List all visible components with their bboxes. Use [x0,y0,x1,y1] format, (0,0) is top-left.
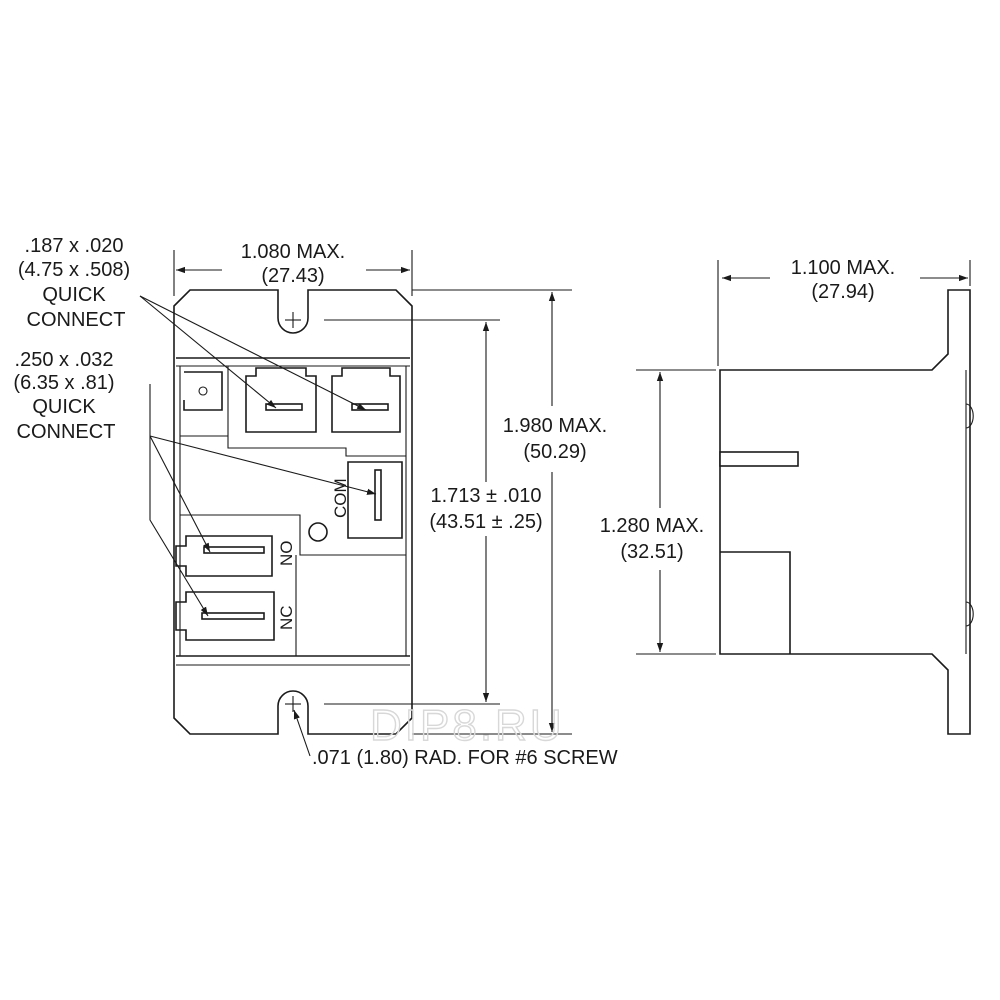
body-height-metric: (32.51) [620,541,683,563]
small-qc-leader-right [139,295,367,411]
front-plate-outline [173,289,413,735]
front-view: COM NO NC 1.080 MAX. (27.43) 1.980 MAX. … [173,241,608,735]
depth-dimension-label: 1.100 MAX. [791,257,896,279]
side-flange-bump-top [965,403,974,429]
com-quick-connect [347,461,403,539]
nc-quick-connect [175,591,275,641]
com-terminal-label: COM [331,478,350,518]
top-screw-hole-marker [285,312,301,328]
large-qc-leader-no [149,435,211,553]
center-rivet [308,522,328,542]
side-coil-block [720,551,791,654]
body-height-label: 1.280 MAX. [600,515,705,537]
upper-left-quick-connect [245,367,317,433]
height-dimension-metric: (50.29) [523,441,586,463]
large-qc-word-quick: QUICK [32,396,96,418]
small-qc-size: .187 x .020 [25,235,124,257]
side-flange-bump-bottom [965,601,974,627]
nc-terminal-label: NC [277,605,296,630]
side-terminal-tab [719,451,799,467]
small-qc-word-quick: QUICK [42,284,106,306]
large-qc-size-metric: (6.35 x .81) [13,372,114,394]
large-qc-word-connect: CONNECT [17,421,116,443]
small-qc-word-connect: CONNECT [27,309,126,331]
hole-spacing-metric: (43.51 ± .25) [429,511,542,533]
watermark: DIP8.RU [370,701,565,750]
large-qc-leader-nc [149,384,209,617]
large-qc-leader-com [149,435,377,495]
small-qc-size-metric: (4.75 x .508) [18,259,130,281]
depth-dimension-metric: (27.94) [811,281,874,303]
corner-terminal-hole [198,386,208,396]
screw-note: .071 (1.80) RAD. FOR #6 SCREW [312,747,618,769]
internal-partition-lower [180,514,406,556]
width-dimension-label: 1.080 MAX. [241,241,346,263]
no-quick-connect [175,535,273,577]
side-view: 1.100 MAX. (27.94) 1.280 MAX. (32.51) [600,257,974,735]
width-dimension-metric: (27.43) [261,265,324,287]
screw-note-leader [293,709,311,757]
no-terminal-label: NO [277,541,296,567]
height-dimension-label: 1.980 MAX. [503,415,608,437]
bottom-screw-hole-marker [285,696,301,712]
upper-right-quick-connect [331,367,401,433]
small-qc-leader-left [139,295,277,409]
corner-terminal-block [183,371,223,411]
hole-spacing-label: 1.713 ± .010 [430,485,541,507]
callouts: .187 x .020 (4.75 x .508) QUICK CONNECT … [13,235,617,769]
side-mounting-flange [719,289,971,735]
large-qc-size: .250 x .032 [15,349,114,371]
internal-partition-upper [227,366,406,457]
